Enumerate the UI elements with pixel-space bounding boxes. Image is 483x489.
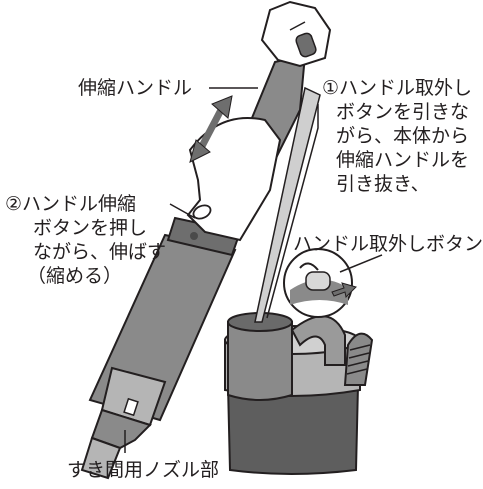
label-release-step: ①ハンドル取外し ボタンを引きな がら、本体から 伸縮ハンドルを 引き抜き、 [322,76,472,196]
label-crevice-nozzle: すき間用ノズル部 [67,459,220,481]
release-step-line: 引き抜き、 [336,173,430,195]
extend-step-line: ボタンを押し [33,217,148,239]
leader-lines [124,87,383,453]
release-button-zoom [283,248,353,318]
release-step-line: ①ハンドル取外し [322,77,473,99]
release-step-line: がら、本体から [336,125,470,147]
release-step-line: 伸縮ハンドルを [336,149,470,171]
double-arrow-icon [189,95,233,163]
label-telescopic-handle: 伸縮ハンドル [78,77,193,99]
extend-step-line: ②ハンドル伸縮 [5,193,137,215]
inner-tube [254,86,321,323]
label-extend-step: ②ハンドル伸縮 ボタンを押し ながら、伸ばす （縮める） [5,192,166,288]
extend-step-line: （縮める） [27,265,123,287]
pull-arrow-icon [331,282,357,299]
release-step-line: ボタンを引きな [336,101,470,123]
cleaner-body [224,312,374,475]
main-wand [80,117,282,480]
label-release-button: ハンドル取外しボタン [293,233,483,255]
extend-step-line: ながら、伸ばす [33,241,167,263]
